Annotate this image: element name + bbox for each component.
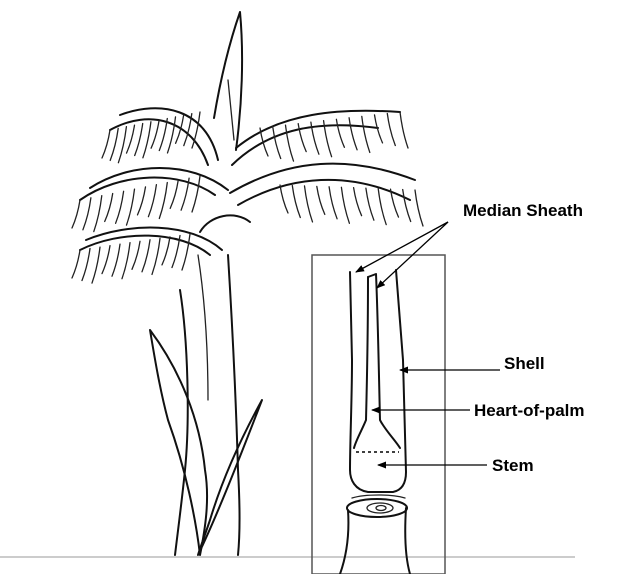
leaflet xyxy=(72,200,80,228)
leaflet xyxy=(172,236,180,268)
leaflet xyxy=(354,188,362,216)
heart-of-palm-core xyxy=(368,274,400,448)
leaflet xyxy=(378,189,386,225)
leaflet xyxy=(170,180,178,208)
leaflet xyxy=(375,115,383,143)
leaflet xyxy=(138,187,146,215)
leaflet xyxy=(122,243,130,279)
leaflet xyxy=(142,240,150,272)
leaflet xyxy=(292,186,300,218)
label-shell: Shell xyxy=(504,354,545,373)
leaflet xyxy=(184,114,192,146)
leaflet xyxy=(102,130,110,158)
leaflet xyxy=(151,120,159,148)
leaflet xyxy=(366,188,374,220)
palm-trunk xyxy=(175,290,188,555)
leaflet xyxy=(159,183,167,219)
leaflet xyxy=(341,187,349,223)
basal-shoots xyxy=(150,330,262,555)
leaflet xyxy=(112,244,120,276)
leaflet xyxy=(182,234,190,270)
leaflet xyxy=(118,127,126,163)
leaflet xyxy=(94,196,102,232)
leaflet xyxy=(349,118,357,150)
leaflet xyxy=(105,194,113,222)
leaflet xyxy=(102,246,110,274)
leaflet xyxy=(403,190,411,222)
leaflet xyxy=(400,112,408,148)
leaflet xyxy=(280,185,288,213)
leaflet xyxy=(135,124,143,156)
leaflet xyxy=(192,176,200,212)
leaflet xyxy=(317,186,325,214)
leaflet xyxy=(127,125,135,153)
leaflet xyxy=(159,119,167,151)
label-median-sheath: Median Sheath xyxy=(463,201,583,220)
leaflet xyxy=(362,116,370,152)
leaflet xyxy=(127,189,135,225)
leaflet xyxy=(152,238,160,274)
leaflet xyxy=(336,119,344,147)
leaflet xyxy=(110,128,118,160)
leaflet xyxy=(116,191,124,223)
leaflet xyxy=(415,190,423,226)
cut-stump xyxy=(340,510,348,574)
leaflet xyxy=(72,250,80,278)
leaflet xyxy=(387,114,395,146)
label-stem: Stem xyxy=(492,456,534,475)
leaflet xyxy=(273,127,281,159)
leaflet xyxy=(92,247,100,283)
leaflet xyxy=(83,198,91,230)
leaflet xyxy=(181,178,189,210)
label-heart-of-palm: Heart-of-palm xyxy=(474,401,585,420)
leaflet xyxy=(82,249,90,281)
detail-frame xyxy=(312,255,445,574)
leaflet xyxy=(143,122,151,158)
leaflet xyxy=(148,185,156,217)
leaflet xyxy=(329,187,337,219)
leaflet xyxy=(305,186,313,222)
leaflet xyxy=(132,241,140,269)
leaf-stalks xyxy=(80,108,415,255)
leaflets xyxy=(72,112,423,283)
leaflet xyxy=(162,237,170,265)
